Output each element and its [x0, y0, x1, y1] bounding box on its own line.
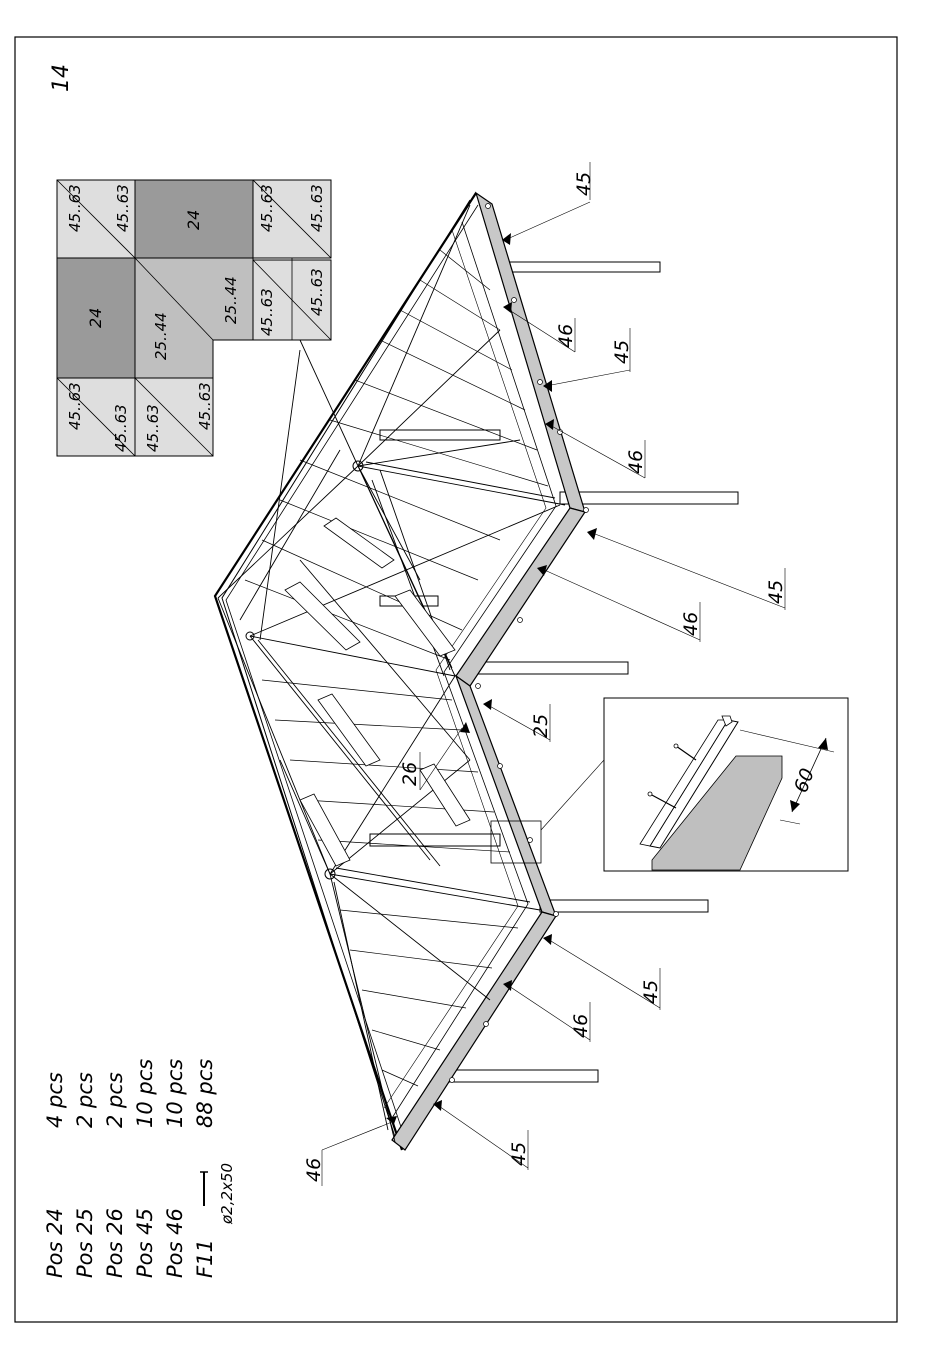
detail-view: 60	[604, 698, 848, 871]
svg-text:45..63: 45..63	[144, 404, 162, 452]
svg-text:24: 24	[86, 308, 105, 328]
callout-26: 26	[399, 762, 421, 786]
panel-layout-diagram: 45..63 45..63 45..63 45..63 45..63 45..6…	[57, 180, 331, 456]
svg-text:25..44: 25..44	[222, 276, 240, 324]
callout-46: 46	[625, 450, 647, 474]
parts-pos: Pos 46	[163, 1208, 187, 1278]
svg-text:45..63: 45..63	[66, 184, 84, 232]
callout-45: 45	[640, 980, 662, 1004]
fascia-board-45	[456, 676, 556, 916]
parts-pos: Pos 26	[103, 1208, 127, 1278]
fascia-board-45	[456, 508, 585, 686]
svg-text:25..44: 25..44	[152, 312, 170, 360]
fascia-board-45	[392, 912, 556, 1150]
parts-pos: Pos 24	[43, 1208, 67, 1278]
posts	[370, 262, 738, 1082]
callout-45: 45	[573, 172, 595, 196]
parts-pos: Pos 45	[133, 1208, 157, 1278]
callout-labels: 45 46 45 46 45 46 25 26 45 46 45 46	[303, 172, 787, 1182]
parts-qty: 2 pcs	[73, 1072, 97, 1128]
parts-qty: 4 pcs	[43, 1072, 67, 1128]
parts-list: Pos 24 Pos 25 Pos 26 Pos 45 Pos 46 F11 4…	[43, 1059, 236, 1278]
svg-text:45..63: 45..63	[66, 382, 84, 430]
callout-45: 45	[611, 340, 633, 364]
callout-46: 46	[303, 1158, 325, 1182]
fastener-size: ø2,2x50	[218, 1163, 236, 1225]
svg-text:45..63: 45..63	[196, 382, 214, 430]
callout-46: 46	[570, 1014, 592, 1038]
parts-qty: 88 pcs	[193, 1059, 217, 1128]
callout-45: 45	[508, 1142, 530, 1166]
callout-46: 46	[555, 324, 577, 348]
svg-text:45..63: 45..63	[258, 184, 276, 232]
parts-qty: 2 pcs	[103, 1072, 127, 1128]
fascia-board-45	[476, 193, 585, 512]
callout-25: 25	[530, 714, 552, 738]
callout-46: 46	[680, 612, 702, 636]
svg-text:45..63: 45..63	[114, 184, 132, 232]
page-number: 14	[49, 64, 74, 92]
parts-pos: Pos 25	[73, 1208, 97, 1278]
svg-text:45..63: 45..63	[112, 404, 130, 452]
parts-pos: F11	[193, 1239, 217, 1278]
svg-text:45..63: 45..63	[258, 288, 276, 336]
parts-qty: 10 pcs	[133, 1059, 157, 1128]
svg-text:45..63: 45..63	[308, 184, 326, 232]
svg-text:24: 24	[184, 210, 203, 230]
svg-text:45..63: 45..63	[308, 268, 326, 316]
callout-45: 45	[765, 580, 787, 604]
parts-qty: 10 pcs	[163, 1059, 187, 1128]
